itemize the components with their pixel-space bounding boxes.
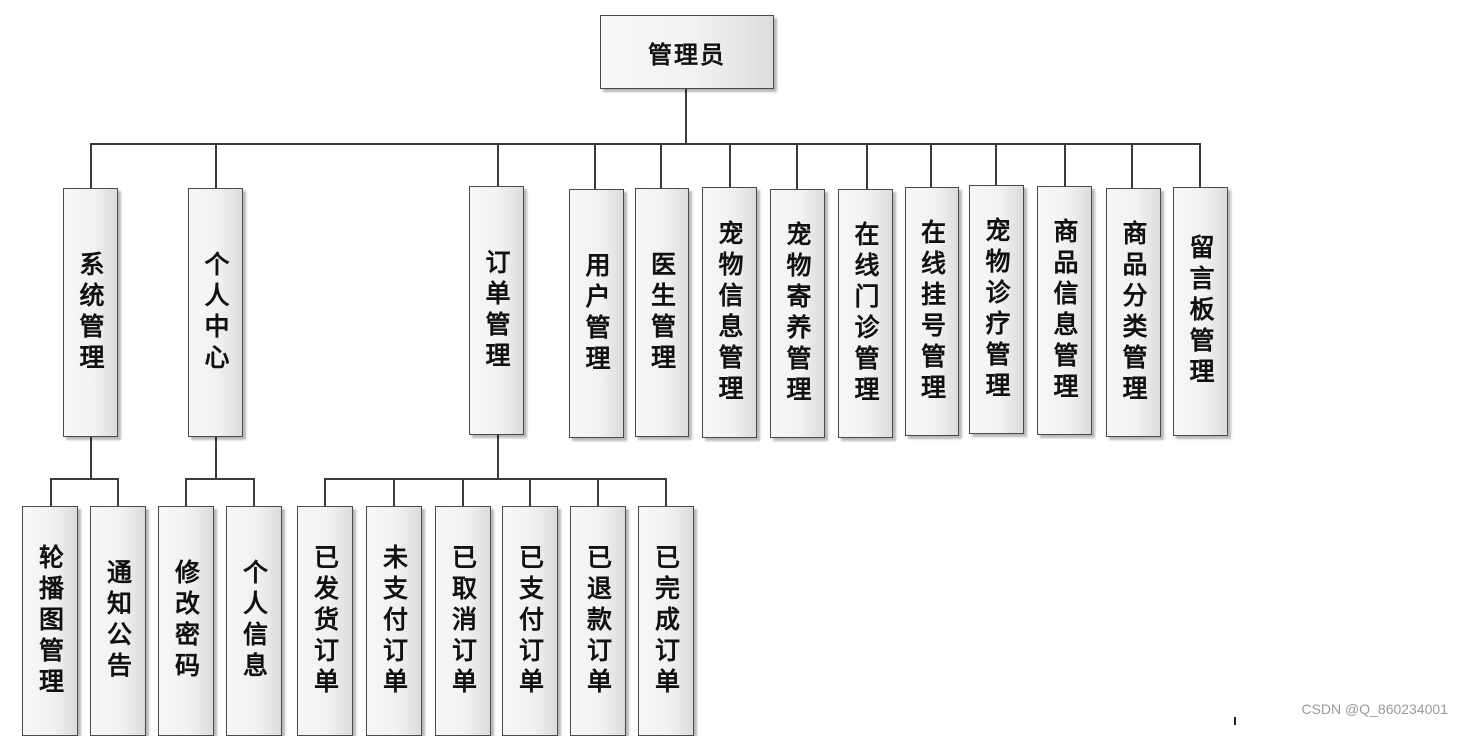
connector [50,478,52,507]
module-node: 医生管理 [635,188,689,437]
submodule-node: 通知公告 [90,506,146,736]
module-node: 商品分类管理 [1106,188,1161,437]
connector [594,143,596,190]
module-label: 系统管理 [76,250,105,375]
module-node: 在线门诊管理 [838,189,893,438]
submodule-node: 已取消订单 [435,506,491,736]
module-label: 用户管理 [582,251,611,376]
connector [995,143,997,186]
submodule-label: 个人信息 [239,559,269,683]
connector [324,478,667,480]
module-label: 个人中心 [201,250,230,375]
submodule-label: 已完成订单 [651,543,681,699]
connector [529,478,531,507]
submodule-label: 已支付订单 [515,543,545,699]
connector [796,143,798,190]
submodule-label: 已发货订单 [310,543,340,699]
connector [729,143,731,188]
connector [685,88,687,144]
connector [660,143,662,189]
connector [185,478,255,480]
connector [185,478,187,507]
module-node: 宠物信息管理 [702,187,757,438]
module-label: 留言板管理 [1186,234,1215,389]
submodule-node: 已支付订单 [502,506,558,736]
connector [1199,143,1201,188]
corner-tick [1234,717,1236,725]
submodule-node: 个人信息 [226,506,282,736]
connector [1131,143,1133,189]
submodule-node: 已完成订单 [638,506,694,736]
connector [215,143,217,189]
submodule-node: 修改密码 [158,506,214,736]
connector [50,478,119,480]
module-label: 宠物信息管理 [715,219,744,406]
connector [930,143,932,188]
module-node: 订单管理 [469,186,524,435]
root-label: 管理员 [648,40,726,69]
connector [215,436,217,479]
connector [866,143,868,190]
connector [665,478,667,507]
module-label: 在线挂号管理 [917,218,947,405]
connector [497,434,499,479]
submodule-label: 通知公告 [103,559,133,683]
module-label: 商品分类管理 [1119,219,1148,406]
connector [253,478,255,507]
submodule-node: 轮播图管理 [22,506,78,736]
connector [393,478,395,507]
submodule-label: 修改密码 [171,559,201,683]
module-label: 在线门诊管理 [851,220,880,407]
module-node: 宠物诊疗管理 [969,185,1024,434]
connector [1064,143,1066,187]
connector [462,478,464,507]
module-label: 医生管理 [647,250,677,375]
submodule-label: 未支付订单 [379,543,409,699]
module-node: 系统管理 [63,188,118,437]
submodule-label: 轮播图管理 [35,543,65,699]
submodule-node: 未支付订单 [366,506,422,736]
connector [90,436,92,479]
connector [324,478,326,507]
connector [90,143,92,189]
watermark-text: CSDN @Q_860234001 [1301,701,1448,717]
module-node: 商品信息管理 [1037,186,1092,435]
submodule-label: 已退款订单 [583,543,613,699]
module-node: 个人中心 [188,188,243,437]
module-label: 订单管理 [482,248,511,373]
connector [597,478,599,507]
module-label: 商品信息管理 [1050,217,1079,404]
root-node: 管理员 [600,15,774,89]
submodule-node: 已发货订单 [297,506,353,736]
module-node: 宠物寄养管理 [770,189,825,438]
submodule-label: 已取消订单 [448,543,478,699]
connector [91,143,1201,145]
submodule-node: 已退款订单 [570,506,626,736]
connector [497,143,499,187]
module-label: 宠物诊疗管理 [982,216,1011,403]
connector [117,478,119,507]
module-label: 宠物寄养管理 [783,220,812,407]
module-node: 用户管理 [569,189,624,438]
module-node: 在线挂号管理 [905,187,959,436]
module-node: 留言板管理 [1173,187,1228,436]
